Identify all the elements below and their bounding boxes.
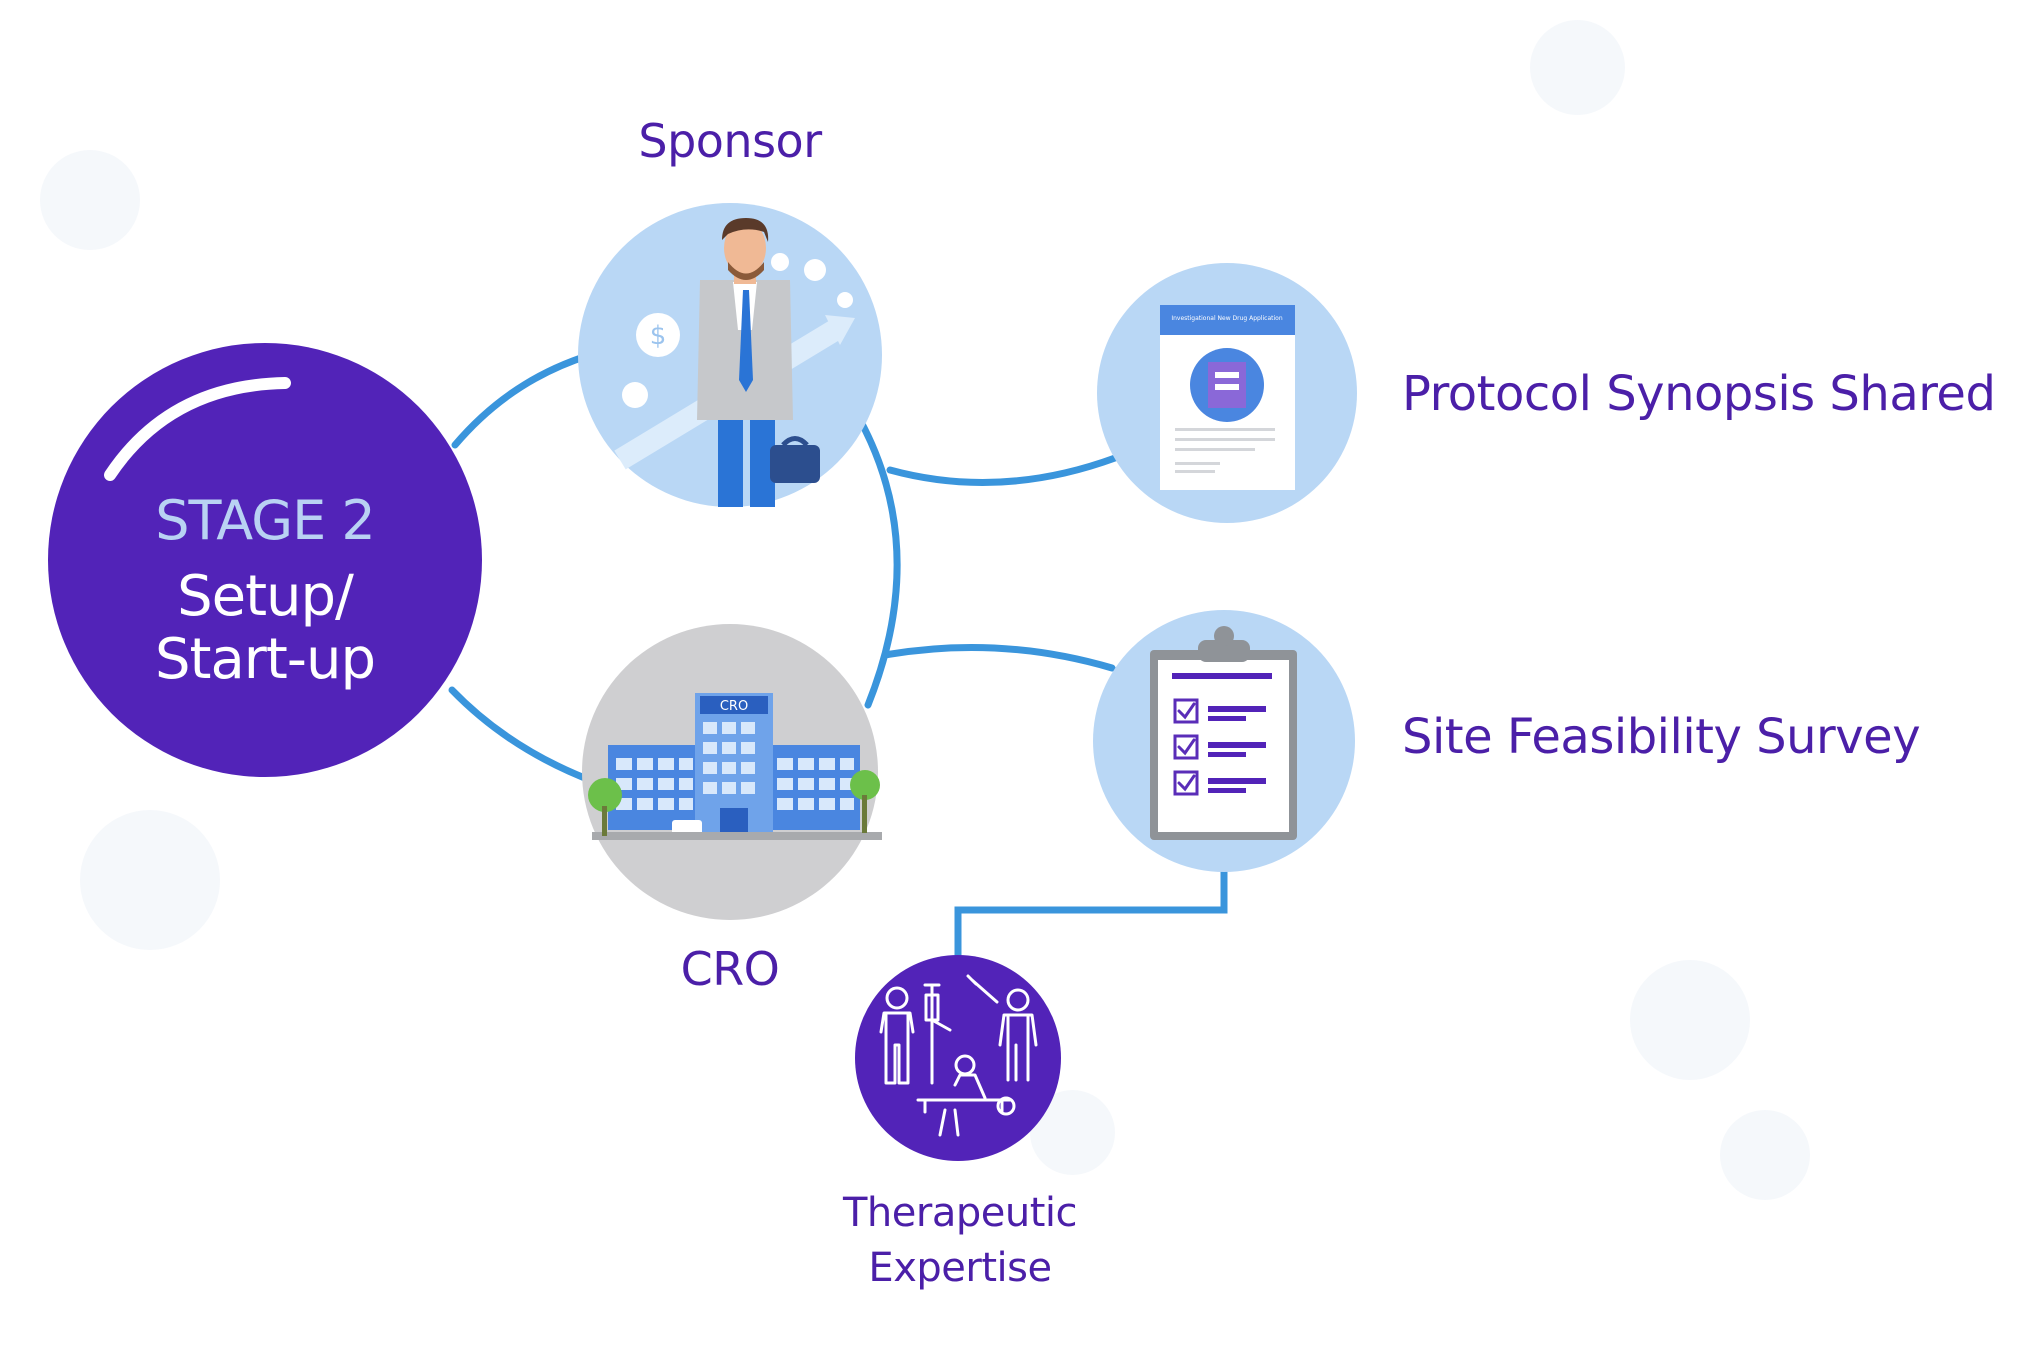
connector-stage-to-sponsor	[451, 351, 594, 449]
background-bubble	[1630, 960, 1750, 1080]
connector-to-therapeutic	[954, 868, 1228, 964]
svg-text:$: $	[650, 321, 667, 351]
connector-lines	[448, 351, 1228, 964]
cro-building-sign: CRO	[720, 699, 748, 714]
sponsor-node: $	[578, 203, 882, 507]
connector-to-feasibility	[881, 643, 1116, 672]
site-feasibility-label: Site Feasibility Survey	[1402, 709, 1921, 765]
protocol-node: Investigational New Drug Application	[1097, 263, 1357, 523]
protocol-synopsis-label: Protocol Synopsis Shared	[1402, 366, 1996, 422]
clipboard-checklist-icon	[1150, 626, 1297, 840]
stage-title: STAGE 2	[155, 489, 376, 552]
therapeutic-label-line1: Therapeutic	[843, 1190, 1078, 1236]
document-header-text: Investigational New Drug Application	[1171, 315, 1283, 322]
connector-stage-to-cro	[448, 686, 599, 786]
background-bubble	[1530, 20, 1625, 115]
background-bubble	[80, 810, 220, 950]
businessman-icon	[697, 218, 820, 507]
background-bubble	[40, 150, 140, 250]
stage-circle	[48, 343, 482, 777]
cro-label: CRO	[680, 942, 780, 996]
stage-highlight-arc	[104, 377, 291, 481]
cro-node: CRO	[582, 624, 882, 920]
connector-to-protocol	[886, 454, 1119, 486]
background-bubble	[1720, 1110, 1810, 1200]
therapeutic-label-line2: Expertise	[868, 1245, 1052, 1291]
feasibility-node	[1093, 610, 1355, 872]
document-icon: Investigational New Drug Application	[1160, 305, 1295, 490]
stage-subtitle-line1: Setup/	[177, 564, 354, 629]
stage-subtitle-line2: Start-up	[154, 627, 376, 692]
medical-staff-icon	[879, 974, 1038, 1137]
hospital-building-icon: CRO	[588, 693, 882, 840]
therapeutic-node	[855, 955, 1061, 1161]
sponsor-label: Sponsor	[638, 114, 822, 168]
connector-sponsor-to-cro	[856, 416, 901, 709]
dollar-coin-icon	[636, 313, 680, 357]
